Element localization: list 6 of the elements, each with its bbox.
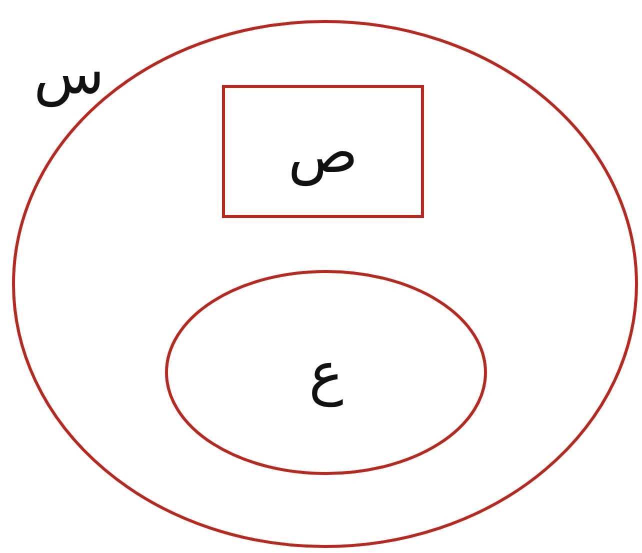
set-ellipse xyxy=(12,20,638,548)
set-rectangle xyxy=(222,85,424,218)
set-ellipse xyxy=(165,270,487,475)
set-label: ع xyxy=(308,338,344,410)
set-label: س xyxy=(32,38,106,108)
set-label: ص xyxy=(286,116,360,188)
